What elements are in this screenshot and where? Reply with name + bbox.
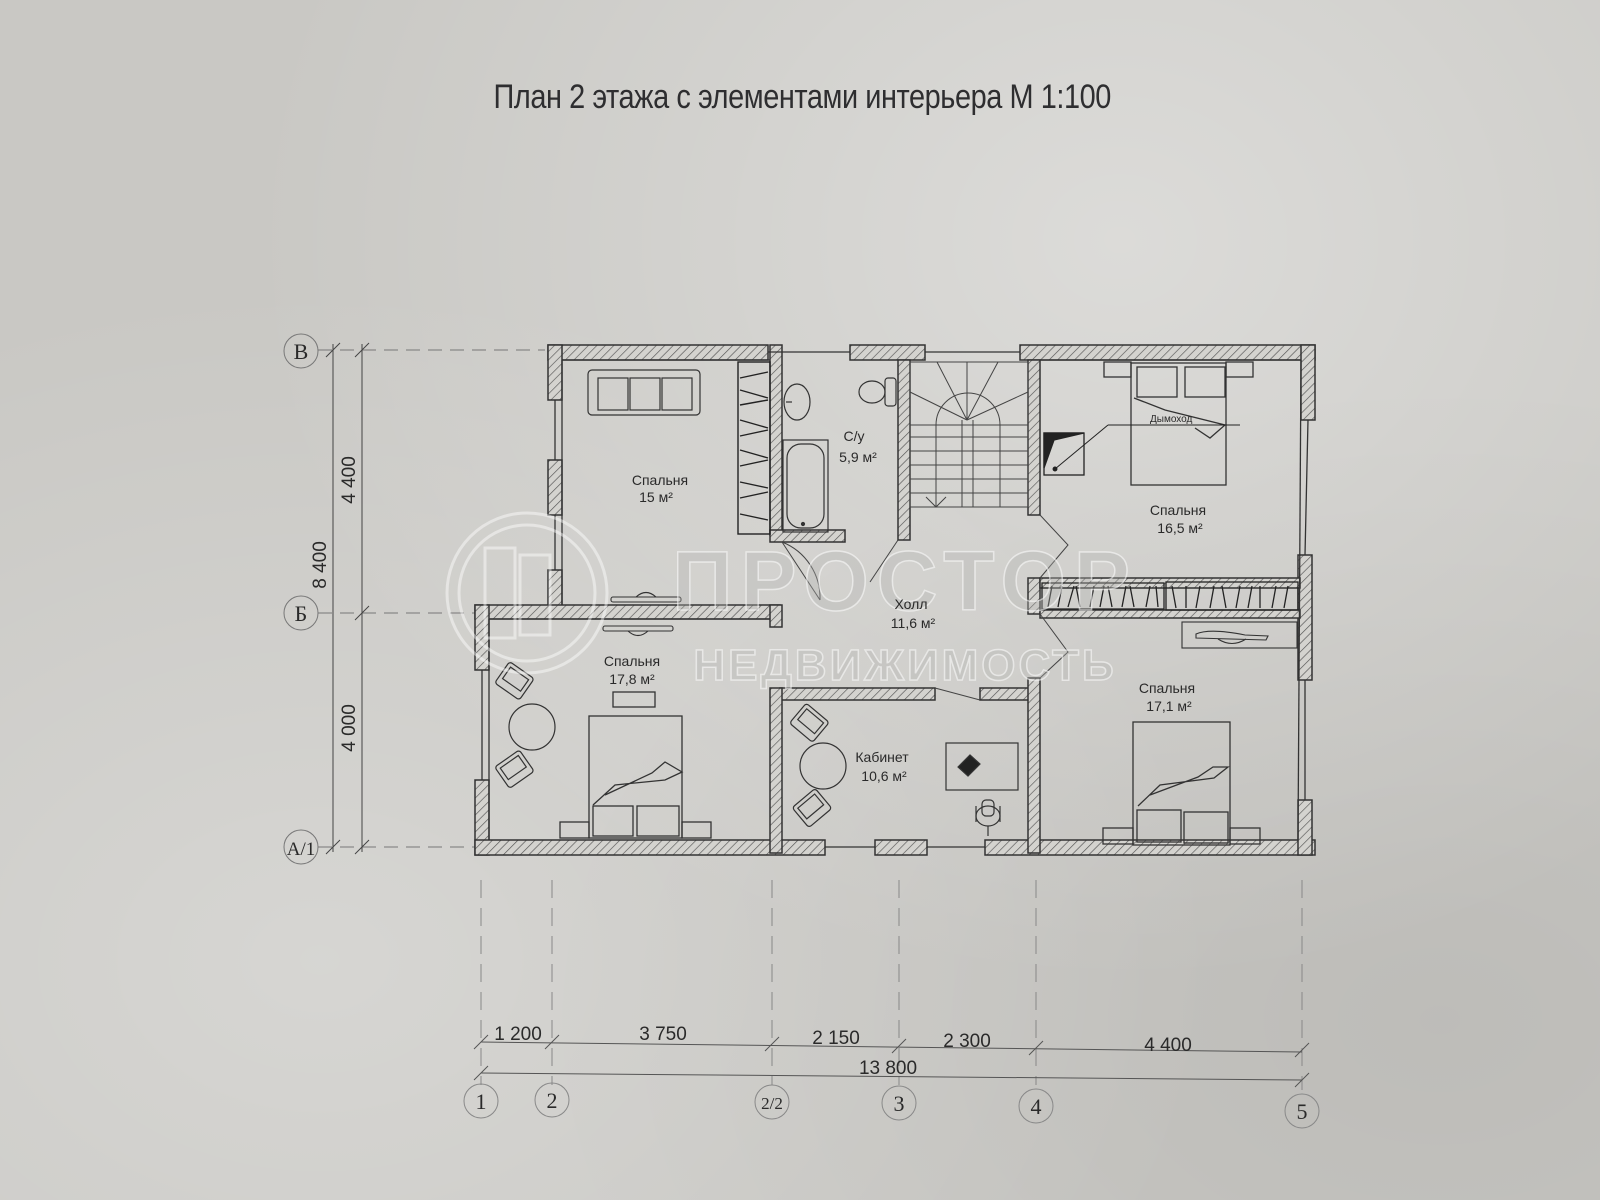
- wardrobe-right: [1041, 581, 1299, 611]
- bed-bedroom-4: [1102, 721, 1261, 846]
- dim-h-1200: 1 200: [494, 1024, 542, 1045]
- study-furniture: [790, 703, 1019, 836]
- room-area-bedroom-2: 16,5 м²: [1157, 520, 1203, 536]
- dim-h-3750: 3 750: [639, 1024, 687, 1045]
- watermark: ПРОСТОР НЕДВИЖИМОСТЬ: [445, 511, 1138, 691]
- column-axis-markers: 1 2 2/2 3 4 5: [463, 1082, 1320, 1129]
- inner-outlines: [481, 351, 1309, 848]
- axis-col-2: 2: [547, 1088, 558, 1113]
- plan-title: План 2 этажа с элементами интерьера М 1:…: [493, 78, 1112, 116]
- row-axis-markers: В Б А/1: [283, 333, 319, 865]
- room-area-bedroom-4: 17,1 м²: [1146, 698, 1192, 714]
- chimney: [1043, 424, 1240, 476]
- bed-bedroom-3: [559, 691, 712, 839]
- dim-vertical-total: 8 400: [310, 541, 331, 589]
- tv-bedroom-3: [602, 591, 682, 637]
- room-area-bedroom-1: 15 м²: [639, 489, 673, 505]
- door-swings: [781, 514, 1069, 701]
- column-grid: [480, 880, 1303, 1090]
- axis-col-2-2: 2/2: [761, 1094, 783, 1113]
- dim-h-2300: 2 300: [943, 1031, 991, 1052]
- axis-row-v: В: [294, 339, 309, 364]
- axis-col-1: 1: [476, 1089, 487, 1114]
- room-labels: Спальня 15 м² С/у 5,9 м² Спальня 16,5 м²…: [604, 428, 1206, 784]
- dim-h-2150: 2 150: [812, 1028, 860, 1049]
- room-area-hall: 11,6 м²: [891, 615, 936, 631]
- chimney-label: Дымоход: [1150, 414, 1193, 425]
- room-name-bedroom-3: Спальня: [604, 653, 660, 669]
- room-name-bedroom-2: Спальня: [1150, 502, 1206, 518]
- room-area-study: 10,6 м²: [861, 768, 907, 784]
- room-area-bathroom: 5,9 м²: [839, 449, 877, 465]
- axis-col-5: 5: [1297, 1099, 1308, 1124]
- dim-vertical-4400: 4 400: [339, 456, 360, 504]
- axis-grid: [318, 349, 545, 848]
- wardrobe-left: [737, 361, 771, 535]
- bathroom-fixtures: [782, 377, 897, 533]
- watermark-line1: ПРОСТОР: [672, 534, 1138, 628]
- dim-h-total: 13 800: [859, 1058, 917, 1079]
- room-name-hall: Холл: [895, 596, 928, 612]
- staircase: [909, 361, 1029, 508]
- axis-row-a1: А/1: [287, 839, 316, 860]
- armchairs-bedroom-3: [495, 662, 556, 788]
- sofa: [587, 369, 701, 416]
- axis-row-b: Б: [295, 601, 308, 626]
- room-name-bedroom-1: Спальня: [632, 472, 688, 488]
- room-name-study: Кабинет: [855, 749, 909, 765]
- axis-col-4: 4: [1031, 1094, 1042, 1119]
- dim-h-4400: 4 400: [1144, 1035, 1192, 1056]
- dim-vertical-4000: 4 000: [339, 704, 360, 752]
- axis-col-3: 3: [894, 1091, 905, 1116]
- room-name-bathroom: С/у: [844, 428, 865, 444]
- room-area-bedroom-3: 17,8 м²: [609, 671, 655, 687]
- watermark-line2: НЕДВИЖИМОСТЬ: [693, 641, 1116, 690]
- horizontal-dimensions: [473, 1034, 1310, 1088]
- room-name-bedroom-4: Спальня: [1139, 680, 1195, 696]
- vertical-dimensions: [325, 342, 370, 855]
- tv-bedroom-4: [1181, 621, 1298, 649]
